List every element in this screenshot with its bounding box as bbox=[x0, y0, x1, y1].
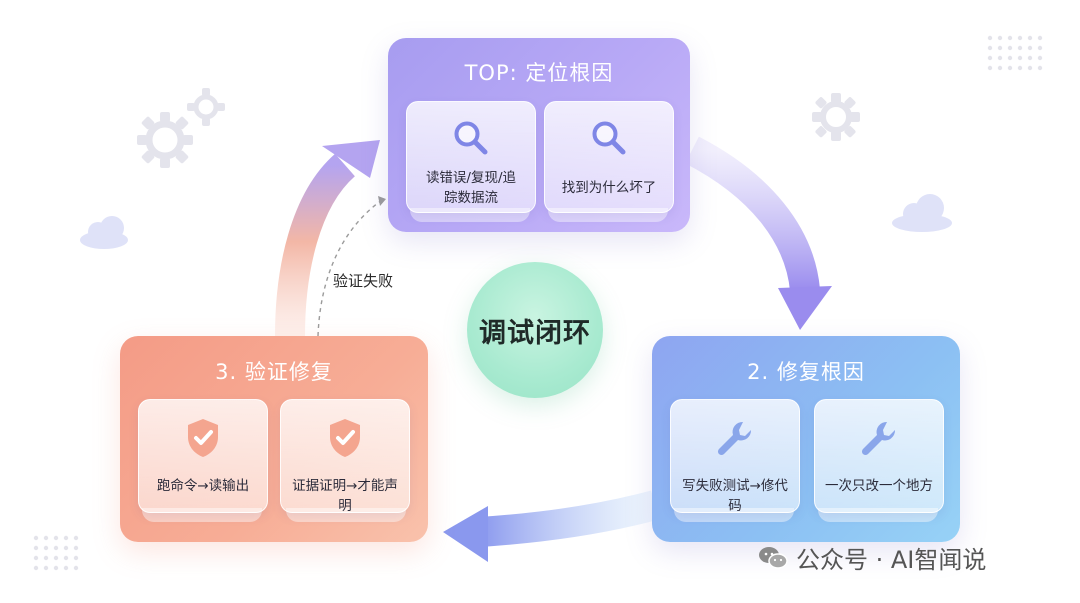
gear-icon bbox=[187, 88, 225, 126]
tile-run-command: 跑命令→读输出 bbox=[138, 399, 268, 513]
tile-label: 找到为什么坏了 bbox=[561, 180, 657, 196]
cloud-icon bbox=[892, 194, 952, 232]
fail-path-label: 验证失败 bbox=[333, 272, 394, 290]
magnifier-icon bbox=[592, 121, 626, 155]
arrow-right-to-left bbox=[479, 490, 659, 547]
gear-icon bbox=[820, 101, 852, 133]
card-locate-root-cause: TOP: 定位根因 读错误/复现/追 踪数据流 找到为什么坏了 bbox=[388, 38, 690, 232]
cloud-icon bbox=[80, 216, 128, 249]
watermark-text: 公众号 · AI智闻说 bbox=[796, 546, 987, 574]
card-title: 3. 验证修复 bbox=[215, 360, 333, 384]
tile-read-error: 读错误/复现/追 踪数据流 bbox=[406, 101, 536, 213]
tile-label: 证据证明→才能声明 bbox=[292, 478, 398, 514]
arrow-head-up bbox=[322, 140, 380, 178]
wrench-icon bbox=[861, 421, 896, 456]
tile-label: 跑命令→读输出 bbox=[156, 478, 250, 494]
arrow-head-right bbox=[778, 286, 832, 330]
arrow-top-to-right bbox=[685, 136, 820, 292]
dot-grid-top-right bbox=[987, 35, 1043, 71]
shield-check-icon bbox=[330, 419, 360, 457]
card-fix-root-cause: 2. 修复根因 写失败测试→修代码 一次只改一个地方 bbox=[652, 336, 960, 542]
gear-icon bbox=[193, 94, 219, 120]
wrench-icon bbox=[717, 421, 752, 456]
magnifier-icon bbox=[454, 121, 488, 155]
gear-icon bbox=[137, 112, 193, 168]
tile-find-why: 找到为什么坏了 bbox=[544, 101, 674, 213]
card-title: TOP: 定位根因 bbox=[464, 61, 614, 85]
center-loop-node: 调试闭环 bbox=[467, 262, 603, 398]
watermark: 公众号 · AI智闻说 bbox=[758, 540, 986, 575]
card-verify-fix: 3. 验证修复 跑命令→读输出 证据证明→才能声明 bbox=[120, 336, 428, 542]
shield-check-icon bbox=[188, 419, 218, 457]
gear-icon bbox=[145, 120, 185, 160]
tile-label: 读错误/复现/追 踪数据流 bbox=[425, 170, 517, 206]
tile-label: 一次只改一个地方 bbox=[825, 478, 933, 494]
wechat-icon bbox=[759, 546, 788, 569]
fail-path-dashed bbox=[317, 199, 383, 337]
tile-write-failing-test: 写失败测试→修代码 bbox=[670, 399, 800, 514]
dot-grid-bottom-left bbox=[33, 535, 79, 571]
card-title: 2. 修复根因 bbox=[747, 360, 865, 384]
center-label: 调试闭环 bbox=[479, 317, 591, 349]
arrow-head-left bbox=[443, 506, 488, 562]
gear-icon bbox=[812, 93, 860, 141]
tile-evidence-proof: 证据证明→才能声明 bbox=[280, 399, 410, 514]
tile-change-one-thing: 一次只改一个地方 bbox=[814, 399, 944, 513]
tile-label: 写失败测试→修代码 bbox=[682, 478, 788, 514]
arrow-left-to-top bbox=[275, 153, 356, 337]
